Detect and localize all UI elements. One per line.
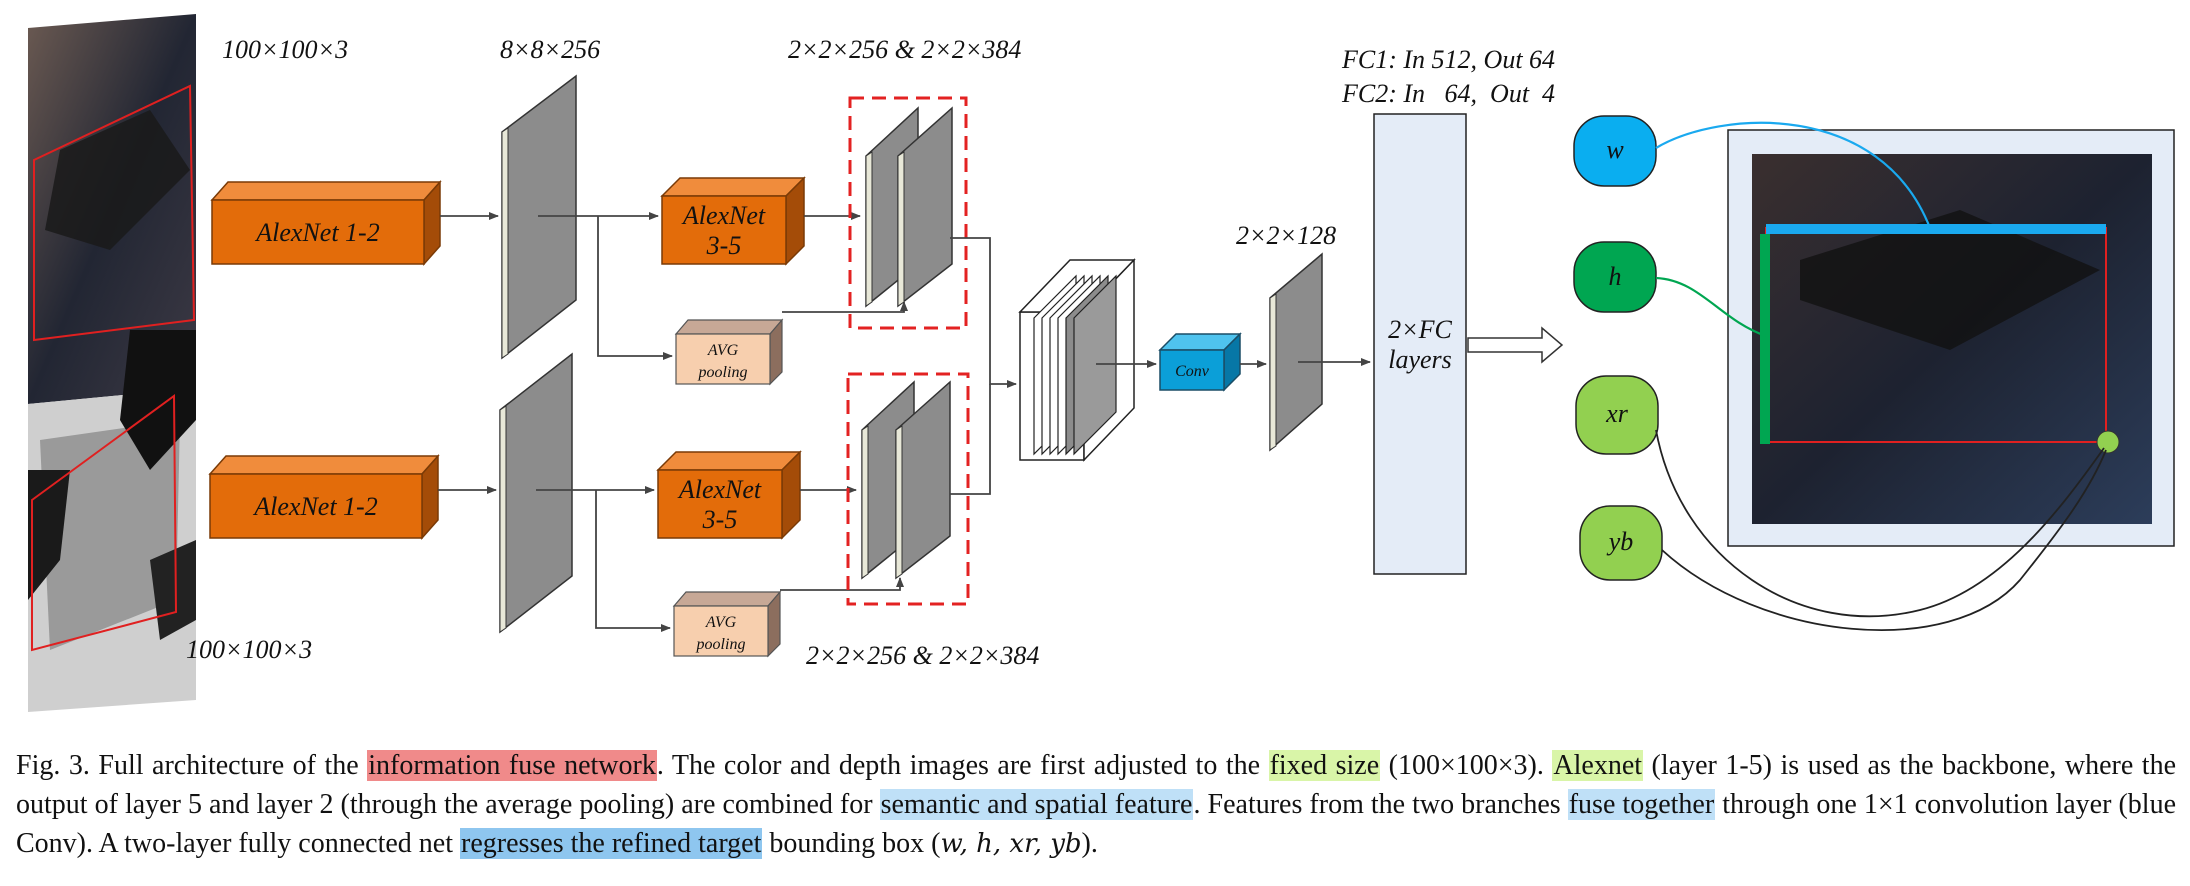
highlight-fuse-together: fuse together — [1567, 789, 1716, 820]
avg-label-top: AVG — [707, 342, 739, 359]
bottom-concat-group — [846, 372, 970, 606]
top-alexnet-3-5-block: AlexNet 3-5 — [660, 176, 806, 266]
output-yb-label: yb — [1606, 527, 1634, 556]
caption-text-4: (layer 1-5) is used as the backbone, whe… — [16, 750, 2177, 820]
fc2-spec: FC2: In 64, Out 4 — [1341, 79, 1555, 108]
caption-text-5: . Features from the two branches — [1193, 789, 1568, 820]
highlight-regresses-refined-target: regresses the refined target — [460, 828, 763, 859]
output-w: w — [1573, 115, 1657, 187]
caption-text-3: (100×100×3). — [1380, 750, 1553, 781]
highlight-information-fuse-network: information fuse network — [367, 750, 657, 781]
pooling-label-top: pooling — [698, 364, 748, 381]
highlight-fixed-size: fixed size — [1268, 750, 1381, 781]
caption-math-outputs: w, h, xr, yb — [940, 829, 1082, 859]
conv-label: Conv — [1175, 363, 1210, 380]
highlight-alexnet: Alexnet — [1552, 750, 1644, 781]
fc-label-top: 2×FC — [1388, 315, 1452, 344]
pooling-label-bottom: pooling — [696, 636, 746, 653]
result-image-panel — [1727, 129, 2175, 547]
alexnet-3-5-label-bottom-b: 3-5 — [702, 505, 738, 534]
fc1-spec: FC1: In 512, Out 64 — [1341, 45, 1555, 74]
depth-input-image — [28, 330, 196, 712]
output-yb: yb — [1579, 505, 1663, 581]
feature-map-dims: 8×8×256 — [500, 35, 600, 64]
caption-text-7: bounding box ( — [762, 828, 941, 859]
rgb-input-image — [28, 14, 196, 404]
bottom-concat-dims: 2×2×256 & 2×2×384 — [806, 641, 1039, 670]
alexnet-1-2-label-bottom: AlexNet 1-2 — [252, 492, 377, 521]
caption-text-2: . The color and depth images are first a… — [656, 750, 1269, 781]
output-h: h — [1573, 241, 1657, 313]
alexnet-3-5-label-bottom: 3-5 — [706, 231, 742, 260]
bottom-alexnet-1-2-block: AlexNet 1-2 — [208, 454, 440, 540]
output-xr: xr — [1575, 375, 1659, 455]
highlight-semantic-spatial-feature: semantic and spatial feature — [879, 789, 1194, 820]
alexnet-3-5-label-top-b: AlexNet — [677, 475, 762, 504]
alexnet-1-2-label: AlexNet 1-2 — [254, 218, 379, 247]
output-arrow — [1467, 326, 1564, 364]
output-h-label: h — [1609, 262, 1622, 291]
top-concat-group — [848, 96, 968, 330]
avg-label-bottom: AVG — [705, 614, 737, 631]
bottom-feature-map — [499, 352, 573, 634]
top-feature-map — [501, 74, 577, 360]
fused-dims: 2×2×128 — [1236, 221, 1336, 250]
bottom-input-dims: 100×100×3 — [186, 635, 312, 664]
caption-text-6: through one 1×1 convolution layer (blue … — [16, 789, 2177, 859]
stacked-feature-maps — [1018, 258, 1136, 462]
caption-text-1: Fig. 3. Full architecture of the — [16, 750, 368, 781]
output-w-label: w — [1606, 135, 1624, 164]
conv-block: Conv — [1158, 332, 1242, 392]
top-input-dims: 100×100×3 — [222, 35, 348, 64]
output-xr-label: xr — [1605, 399, 1629, 428]
bottom-avg-pooling-block: AVG pooling — [672, 590, 782, 658]
figure-caption: Fig. 3. Full architecture of the informa… — [16, 746, 2176, 864]
top-alexnet-1-2-block: AlexNet 1-2 — [210, 180, 442, 266]
top-avg-pooling-block: AVG pooling — [674, 318, 784, 386]
caption-text-8: ). — [1081, 828, 1098, 859]
bottom-alexnet-3-5-block: AlexNet 3-5 — [656, 450, 802, 540]
top-concat-dims: 2×2×256 & 2×2×384 — [788, 35, 1021, 64]
fc-label-bottom: layers — [1388, 345, 1452, 374]
fused-feature-map — [1269, 252, 1323, 452]
fc-layers-block: 2×FC layers — [1373, 113, 1467, 575]
alexnet-3-5-label-top: AlexNet — [681, 201, 766, 230]
